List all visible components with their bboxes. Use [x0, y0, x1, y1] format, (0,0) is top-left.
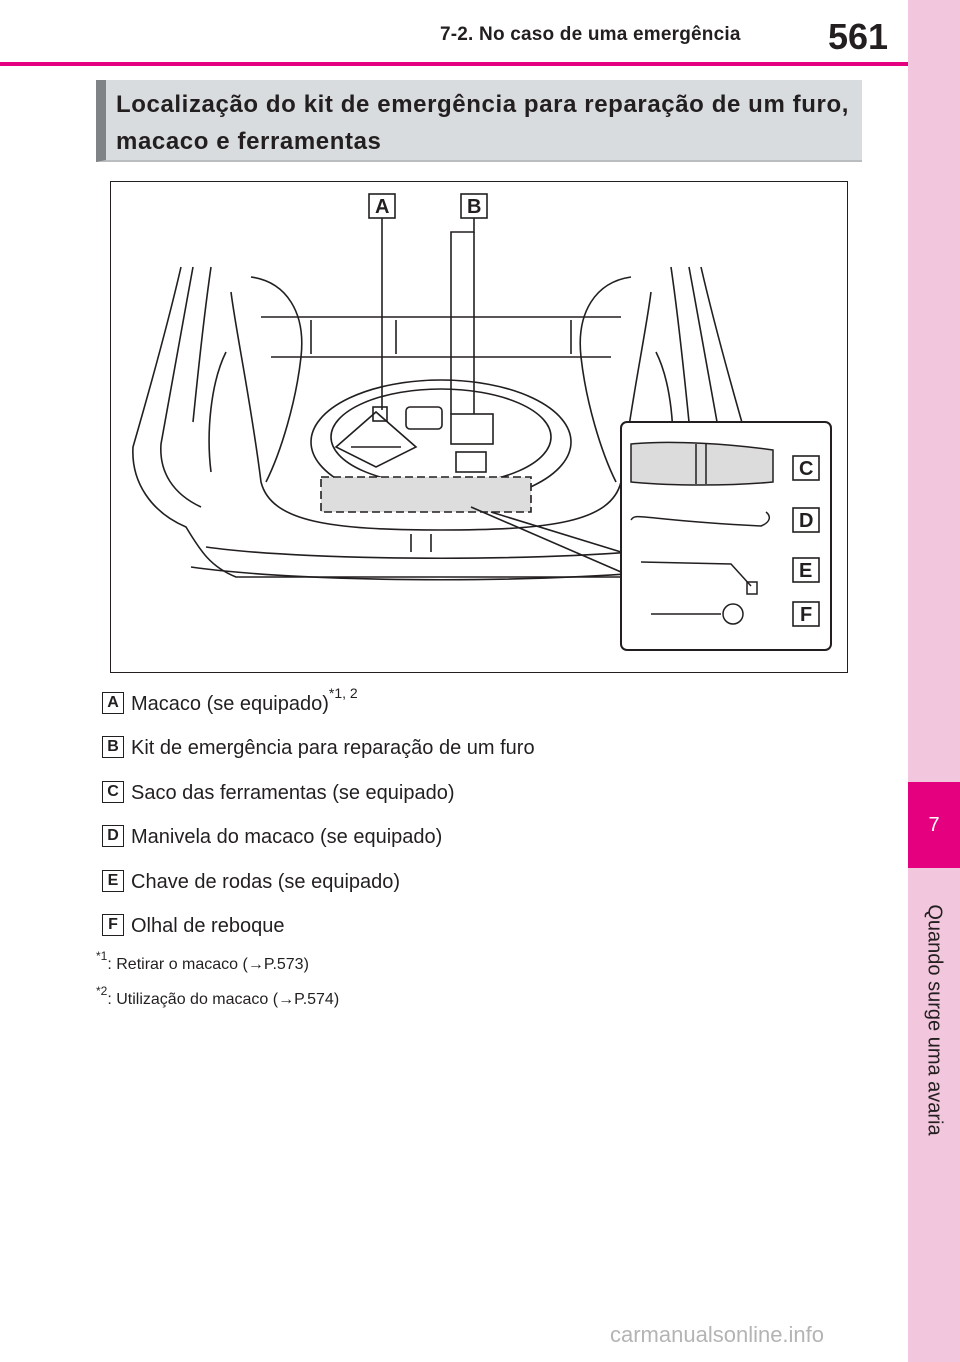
legend-text: Macaco (se equipado)*1, 2	[131, 685, 358, 716]
callout-C: C	[799, 458, 813, 480]
chapter-title-vertical: Quando surge uma avaria	[923, 904, 946, 1136]
legend-text: Kit de emergência para reparação de um f…	[131, 737, 535, 759]
footnote-mark: *2	[96, 984, 108, 998]
callout-D: D	[799, 510, 813, 532]
chapter-number-tab[interactable]: 7	[908, 782, 960, 868]
page-number: 561	[828, 16, 889, 57]
footnote-ref: *1, 2	[328, 685, 358, 701]
chapter-section-title: 7-2. No caso de uma emergência	[440, 24, 741, 45]
legend-key: F	[102, 914, 124, 936]
legend-key: A	[102, 692, 124, 714]
trunk-illustration: A B C D E F	[110, 181, 848, 673]
callout-A: A	[375, 196, 389, 218]
section-heading-box: Localização do kit de emergência para re…	[96, 80, 862, 162]
legend-text: Olhal de reboque	[131, 915, 285, 937]
callout-E: E	[799, 560, 812, 582]
header-divider	[0, 62, 908, 66]
legend-key: E	[102, 870, 124, 892]
trunk-diagram: A B C D E F	[132, 193, 832, 651]
footnote-2: *2: Utilização do macaco (→P.574)	[96, 984, 340, 1009]
legend-text: Saco das ferramentas (se equipado)	[131, 782, 455, 804]
legend-key: C	[102, 781, 124, 803]
legend-text: Manivela do macaco (se equipado)	[131, 826, 443, 848]
footnote-text: : Utilização do macaco (→P.574)	[107, 991, 340, 1008]
callout-F: F	[800, 604, 812, 626]
legend-key: B	[102, 736, 124, 758]
side-tab	[908, 0, 960, 1362]
legend-key: D	[102, 825, 124, 847]
callout-B: B	[467, 196, 481, 218]
footnote-text: : Retirar o macaco (→P.573)	[107, 956, 309, 973]
legend-label: Macaco (se equipado)	[131, 693, 329, 715]
legend-text: Chave de rodas (se equipado)	[131, 871, 401, 893]
section-heading: Localização do kit de emergência para re…	[116, 91, 849, 155]
footnote-mark: *1	[96, 949, 108, 963]
watermark: carmanualsonline.info	[610, 1322, 825, 1347]
footnote-1: *1: Retirar o macaco (→P.573)	[96, 949, 309, 974]
